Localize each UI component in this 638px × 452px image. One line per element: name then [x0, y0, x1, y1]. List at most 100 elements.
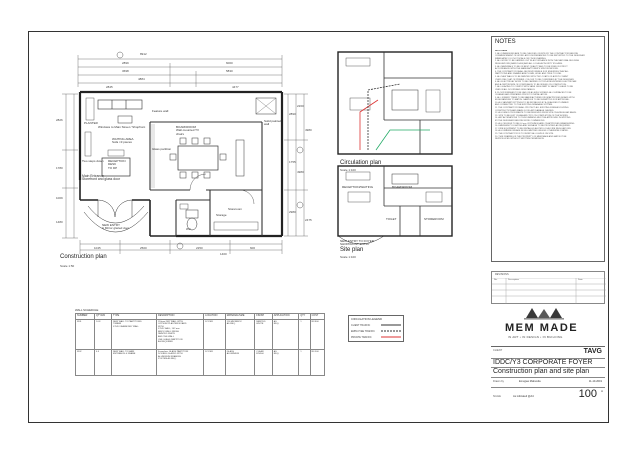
- note-line: REGULATIONS (SANS 10400) AND ALL LOCAL A…: [495, 62, 563, 65]
- note-line: ACCORDANCE WITH THE MANUFACTURER'S SPECI…: [495, 68, 559, 71]
- schedule-cell: FOYER: [203, 349, 226, 376]
- legend-row: EMPLOYEE TRAFFIC: [351, 330, 375, 333]
- dim-right-0: 2890: [289, 112, 296, 116]
- note-line: 20. THIS DRAWING IS THE PROPERTY OF MEM …: [495, 135, 567, 138]
- note-line: USED IN ALL DOORS AND SIDE PANELS.: [495, 88, 536, 91]
- revision-header: No.: [494, 279, 498, 281]
- dim-top-6: 2845: [106, 85, 113, 89]
- note-line: BY THE DESIGNER BEFORE WORK COMMENCES.: [495, 120, 545, 123]
- sheet-number: 100: [578, 388, 597, 400]
- dim-left-3: 1480: [56, 220, 63, 224]
- schedule-cell: FOYER: [203, 319, 226, 350]
- note-line: 12. ALL DEMOLITION WASTE TO BE REMOVED F…: [495, 112, 577, 115]
- schedule-cell: PAINTED WHITE: [254, 319, 273, 350]
- revision-header: Description: [508, 279, 519, 281]
- dim-right-1: 2260: [297, 104, 304, 108]
- scale-value: As indicated @A4: [513, 395, 534, 398]
- site-plan: [337, 165, 453, 245]
- label-gym: Glass partition: [152, 147, 172, 151]
- dim-right-3: 1755: [289, 160, 296, 164]
- dim-top-0: 8912: [140, 52, 147, 56]
- note-line: 19. THE CONTRACTOR IS TO VERIFY ALL LEVE…: [495, 133, 554, 135]
- drawn-label: Drawn by: [493, 380, 504, 383]
- schedule-cell: AS REQ.: [271, 349, 300, 376]
- note-line: CONSTRUCTION AND MAKE GOOD ANY DAMAGE CA…: [495, 109, 555, 112]
- label-plant: PLANTER: [84, 121, 98, 125]
- dim-top-7: 4477: [232, 85, 239, 89]
- circulation-plan-title: Circulation plan: [340, 160, 382, 166]
- note-line: CLEANED AND PREPARED PRIOR TO INSTALLATI…: [495, 94, 548, 97]
- wall-schedule-title: WALL SCHEDULE: [75, 308, 99, 312]
- legend-row: CLIENT TRAFFIC: [351, 324, 371, 327]
- site-plan-title: Site plan: [340, 247, 364, 253]
- dim-left-0: 2826: [56, 118, 63, 122]
- notes-title: NOTES: [495, 39, 516, 45]
- brand-name: MEM MADE: [505, 322, 579, 334]
- note-line: OVER ONE COAT OF PRIMER. COLOUR TO BE CO…: [495, 78, 575, 81]
- revision-header: Date: [578, 279, 583, 281]
- note-line: 15. ALL CEILINGS TO BE 6.4 mm GYPSUM BOA…: [495, 122, 575, 125]
- dim-left-2: 1009: [56, 196, 63, 200]
- wall-schedule: WALL SCHEDULE NUMBER QTY/M2 TYPE DESCRIP…: [74, 308, 326, 384]
- note-line: 3. ALL MATERIALS TO BE OF BEST QUALITY A…: [495, 65, 568, 68]
- site-plan-scale: Scale 1:100: [340, 255, 356, 259]
- schedule-cell: W02: [74, 349, 96, 376]
- site-label-toilet: TOILET: [386, 217, 397, 221]
- note-line: 9. ALL JOINERY ITEMS TO BE MANUFACTURED …: [495, 96, 575, 99]
- revision-title: REVISIONS: [495, 273, 509, 276]
- note-line: 4. THE CONTRACTOR SHALL BE RESPONSIBLE F…: [495, 70, 569, 73]
- dim-right-2: 4980: [305, 128, 312, 132]
- legend-swatches: [381, 324, 401, 338]
- circulation-plan-scale: Scale 1:100: [340, 168, 356, 172]
- schedule-cell: GLASS ALUMINIUM: [224, 349, 256, 376]
- note-line: AND A CERTIFICATE OF COMPLIANCE TO BE IS…: [495, 83, 567, 86]
- construction-plan-scale: Scale 1:50: [60, 264, 75, 268]
- note-line: 16. EMERGENCY LIGHTING AND SIGNAGE TO BE…: [495, 125, 571, 128]
- legend-row: PRIVATE TRAFFIC: [351, 336, 372, 339]
- dim-right-6: 2475: [305, 218, 312, 222]
- site-label-boardroom: BOARDROOM: [392, 185, 413, 189]
- revision-table: REVISIONS No. Description Date: [491, 271, 606, 304]
- schedule-cell: 110mm DRY WALL WITH GYPSUM PLASTER BOARD…: [156, 319, 205, 350]
- label-window: Windows to Main Street / Shopfront: [98, 125, 146, 129]
- label-steps: Two steps down: [82, 159, 104, 163]
- label-reception: RECEPTION DESK TO DP: [108, 159, 126, 170]
- drawing-date: 11-10-2019: [588, 380, 602, 383]
- label-storeroom: Storeroom: [228, 207, 243, 211]
- client-label: CLIENT: [493, 349, 503, 352]
- schedule-cell: 14.8: [94, 319, 112, 350]
- note-line: 10. ALL SANITARY FITTINGS TO BE INSTALLE…: [495, 101, 569, 104]
- circulation-plan: [337, 51, 453, 155]
- note-line: 5. ALL NEW WALLS TO BE PAINTED WITH TWO …: [495, 75, 569, 78]
- label-toilet: WC: [186, 227, 191, 231]
- dim-top-2: 6000: [226, 61, 233, 65]
- circulation-legend: CIRCULATION LEGEND CLIENT TRAFFIC EMPLOY…: [348, 315, 404, 342]
- revision-grid: [492, 278, 606, 304]
- note-line: 11. THE CONTRACTOR SHALL PROTECT ALL EXI…: [495, 107, 569, 110]
- project-name: IDDC/Y3 CORPORATE FOYER: [493, 358, 593, 366]
- construction-plan-title: Construction plan: [60, 254, 107, 260]
- dim-top-1: 2899: [122, 61, 129, 65]
- schedule-cell: R8 800: [309, 319, 326, 350]
- label-boardroom: BOARDROOM Wall-mounted TV chairs: [176, 125, 200, 136]
- note-line: 7. ALL GLAZING TO COMPLY WITH SANS 10400…: [495, 86, 573, 89]
- note-line: 8. FLOOR FINISHES TO BE LAID ON A LEVEL …: [495, 91, 572, 94]
- note-line: AND CONNECTED TO THE EXISTING DRAINAGE S…: [495, 104, 553, 107]
- scale-label: SCALE: [493, 395, 501, 398]
- legend-title: CIRCULATION LEGEND: [351, 317, 383, 321]
- title-block: CLIENT TAVG IDDC/Y3 CORPORATE FOYER Cons…: [491, 346, 605, 421]
- dim-left-1: 1780: [56, 166, 63, 170]
- schedule-cell: 6.5: [94, 349, 112, 376]
- note-line: 18. ALL DIMENSIONS ARE IN MILLIMETRES UN…: [495, 130, 569, 133]
- site-label-storeroom: STOREROOM: [424, 217, 444, 221]
- note-line: PARTITIONS AND FRAMES ARE PLUMB, LEVEL A…: [495, 73, 562, 76]
- note-line: 14. ANY ALTERATIONS TO THIS DRAWING MUST…: [495, 117, 571, 120]
- schedule-cell: 1: [298, 319, 311, 350]
- dim-top-3: 3698: [122, 69, 129, 73]
- dim-top-5: 4884: [138, 77, 145, 81]
- label-feature-wall: Feature wall: [152, 109, 169, 113]
- dim-right-5: 2980: [289, 210, 296, 214]
